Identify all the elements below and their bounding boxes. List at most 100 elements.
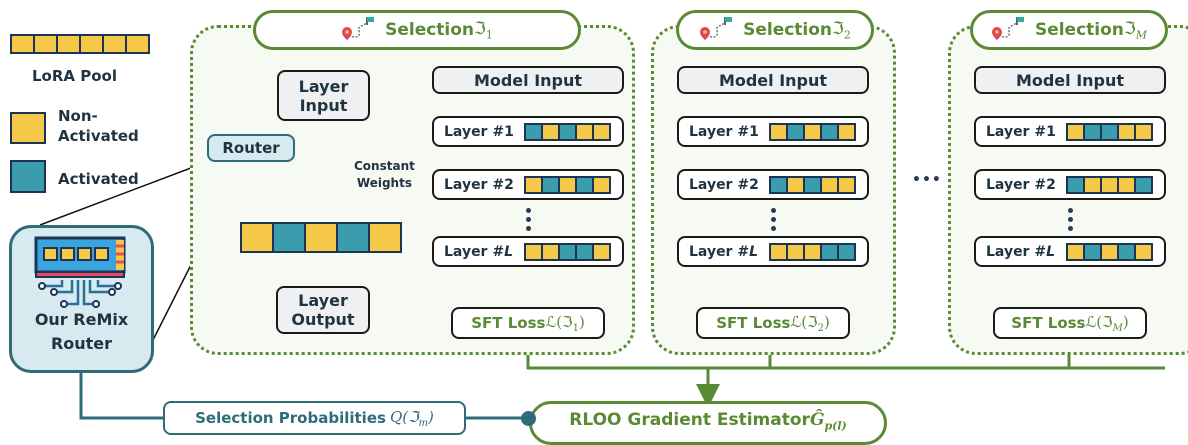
lora-cell-non-activated bbox=[368, 222, 402, 253]
layer-label-text: Layer #2 bbox=[986, 176, 1056, 193]
selection-pill-1[interactable]: Selection ℑ1 bbox=[253, 10, 581, 50]
layer-label-text: Layer #2 bbox=[444, 176, 514, 193]
selection-probabilities-box: Selection Probabilities Q(ℑm) bbox=[163, 401, 466, 435]
lora-cell-activated bbox=[272, 222, 306, 253]
selection-probabilities-label: Selection Probabilities bbox=[195, 409, 386, 427]
sft-loss-sub: M bbox=[1112, 322, 1123, 334]
sft-loss-math-text: ℒ(ℑ bbox=[1085, 312, 1113, 331]
zoom-guide-line bbox=[39, 159, 213, 226]
layer-box: Layer #L bbox=[432, 236, 624, 267]
router-chip-icon bbox=[34, 236, 126, 308]
remix-router-label-line2: Router bbox=[50, 334, 113, 353]
layer-box: Layer #L bbox=[677, 236, 869, 267]
vertical-ellipsis bbox=[526, 208, 531, 231]
more-selections-ellipsis: ••• bbox=[912, 172, 942, 188]
layer-box: Layer #L bbox=[974, 236, 1166, 267]
layer-box: Layer #2 bbox=[677, 169, 869, 200]
layer-label-text: Layer #1 bbox=[444, 123, 514, 140]
router-box[interactable]: Router bbox=[207, 134, 295, 162]
layer-lora-cells bbox=[769, 122, 856, 141]
selection-probabilities-math: Q(ℑm) bbox=[390, 408, 434, 429]
lora-cell-activated bbox=[837, 242, 856, 261]
layer-label: Layer #L bbox=[689, 244, 769, 260]
layer-label: Layer #2 bbox=[689, 177, 769, 193]
layer-box: Layer #1 bbox=[974, 116, 1166, 147]
lora-cell-non-activated bbox=[304, 222, 338, 253]
vertical-ellipsis bbox=[1068, 208, 1073, 231]
detail-lora-row bbox=[240, 222, 402, 253]
rloo-math: Ĝp(l) bbox=[810, 410, 847, 432]
layer-label: Layer #L bbox=[444, 244, 524, 260]
vertical-ellipsis bbox=[771, 208, 776, 231]
constant-weights-line2: Weights bbox=[356, 176, 412, 190]
legend-non-activated-line1: Non- bbox=[58, 107, 98, 125]
route-flag-icon bbox=[341, 15, 385, 46]
route-flag-icon bbox=[699, 15, 743, 46]
legend-activated-swatch bbox=[10, 160, 46, 193]
sft-loss-math: ℒ(ℑM) bbox=[1086, 313, 1129, 334]
sft-loss-label: SFT Loss bbox=[716, 314, 791, 332]
constant-weights-line1: Constant bbox=[354, 159, 415, 173]
lora-cell-non-activated bbox=[240, 222, 274, 253]
sft-loss-box: SFT Loss ℒ(ℑM) bbox=[993, 307, 1147, 339]
layer-label: Layer #2 bbox=[986, 177, 1066, 193]
selection-probabilities-close: ) bbox=[428, 407, 434, 426]
sft-loss-box: SFT Loss ℒ(ℑ1) bbox=[451, 307, 605, 339]
sft-loss-sub: 1 bbox=[572, 322, 579, 334]
layer-lora-cells bbox=[524, 242, 611, 261]
layer-label-italic: L bbox=[504, 243, 513, 260]
sft-loss-close: ) bbox=[578, 312, 585, 331]
layer-label: Layer #2 bbox=[444, 177, 524, 193]
layer-label-italic: L bbox=[749, 243, 758, 260]
remix-router-label: Our ReMix Router bbox=[12, 308, 151, 356]
layer-label: Layer #1 bbox=[444, 124, 524, 140]
sft-loss-close: ) bbox=[1122, 312, 1129, 331]
rloo-math-sub: p(l) bbox=[824, 419, 847, 433]
legend-non-activated-line2: Activated bbox=[58, 127, 139, 145]
layer-lora-cells bbox=[769, 242, 856, 261]
lora-cell-non-activated bbox=[10, 34, 35, 54]
selection-probabilities-sub: m bbox=[418, 417, 429, 429]
layer-label-text: Layer #2 bbox=[689, 176, 759, 193]
sft-loss-math: ℒ(ℑ2) bbox=[790, 313, 829, 334]
lora-cell-non-activated bbox=[592, 175, 611, 194]
selection-symbol: ℑ2 bbox=[832, 19, 851, 41]
model-input-box: Model Input bbox=[432, 66, 624, 94]
layer-input-box: Layer Input bbox=[277, 70, 370, 121]
sft-loss-box: SFT Loss ℒ(ℑ2) bbox=[696, 307, 850, 339]
remix-router-label-line1: Our ReMix bbox=[34, 310, 129, 329]
layer-label: Layer #1 bbox=[689, 124, 769, 140]
legend-non-activated-swatch bbox=[10, 112, 46, 144]
layer-lora-cells bbox=[769, 175, 856, 194]
layer-box: Layer #1 bbox=[432, 116, 624, 147]
layer-label-text: Layer # bbox=[986, 243, 1047, 260]
selection-subscript: 1 bbox=[485, 28, 493, 42]
layer-output-line1: Layer bbox=[298, 291, 348, 310]
remix-router-card[interactable]: Our ReMix Router bbox=[9, 225, 154, 373]
model-input-box: Model Input bbox=[677, 66, 869, 94]
selection-title: Selection bbox=[1034, 20, 1124, 40]
rloo-gradient-estimator-box: RLOO Gradient Estimator Ĝp(l) bbox=[529, 401, 887, 445]
selection-pill-2[interactable]: Selection ℑ2 bbox=[676, 10, 874, 50]
lora-pool-bar bbox=[10, 34, 150, 54]
lora-cell-non-activated bbox=[592, 242, 611, 261]
layer-input-line1: Layer bbox=[298, 76, 349, 96]
sft-loss-math-text: ℒ(ℑ bbox=[545, 312, 573, 331]
selection-symbol: ℑ1 bbox=[474, 19, 493, 41]
sft-loss-label: SFT Loss bbox=[1011, 314, 1086, 332]
layer-output-line2: Output bbox=[291, 310, 355, 329]
feedback-line bbox=[79, 373, 528, 420]
lora-cell-non-activated bbox=[1134, 122, 1153, 141]
layer-box: Layer #2 bbox=[432, 169, 624, 200]
layer-box: Layer #2 bbox=[974, 169, 1166, 200]
layer-lora-cells bbox=[524, 175, 611, 194]
selection-probabilities-math-text: Q(ℑ bbox=[389, 407, 419, 426]
selection-symbol-char: ℑ bbox=[474, 18, 486, 39]
sft-loss-close: ) bbox=[823, 312, 830, 331]
layer-lora-cells bbox=[1066, 242, 1153, 261]
lora-cell-non-activated bbox=[102, 34, 127, 54]
sft-loss-math-text: ℒ(ℑ bbox=[790, 312, 818, 331]
rloo-label: RLOO Gradient Estimator bbox=[569, 410, 810, 430]
sft-loss-sub: 2 bbox=[817, 322, 824, 334]
selection-pill-m[interactable]: Selection ℑM bbox=[970, 10, 1168, 50]
